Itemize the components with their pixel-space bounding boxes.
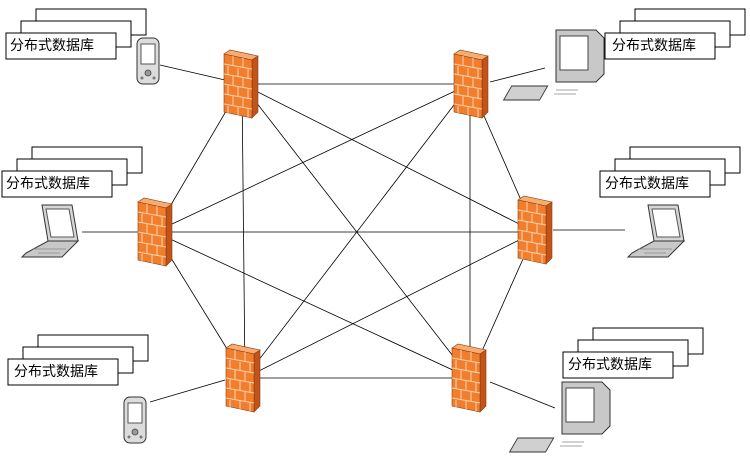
database-cluster: 分布式数据库 [7,334,149,444]
link [489,381,556,409]
link [241,83,471,379]
cluster-label: 分布式数据库 [612,38,696,54]
link [154,231,471,379]
firewall-icon [517,195,553,265]
link [159,64,226,81]
desktop-computer-icon [503,29,605,101]
database-cluster: 分布式数据库 [5,8,160,85]
link [244,231,536,379]
link [241,83,536,233]
desktop-computer-icon [509,381,611,453]
database-cluster: 分布式数据库 [1,146,143,258]
cluster-label: 分布式数据库 [568,357,652,373]
firewall-icon [225,343,261,413]
pda-icon [136,37,160,85]
pda-icon [123,396,147,444]
cluster-label: 分布式数据库 [6,176,90,192]
link [149,379,226,403]
firewall-links [154,83,536,379]
database-cluster: 分布式数据库 [599,146,741,258]
link [244,83,471,379]
link [241,83,246,379]
laptop-icon [21,204,79,258]
database-cluster: 分布式数据库 [509,327,704,453]
firewall-icon [137,197,173,267]
cluster-label: 分布式数据库 [605,176,689,192]
link [489,67,546,83]
cluster-label: 分布式数据库 [14,364,98,380]
database-cluster: 分布式数据库 [503,8,746,101]
link [154,83,471,233]
device-links [82,64,625,409]
firewall-icon [451,343,487,413]
firewall-icon [223,49,259,119]
laptop-icon [627,204,685,258]
cluster-label: 分布式数据库 [10,38,94,54]
firewall-icon [453,49,489,119]
